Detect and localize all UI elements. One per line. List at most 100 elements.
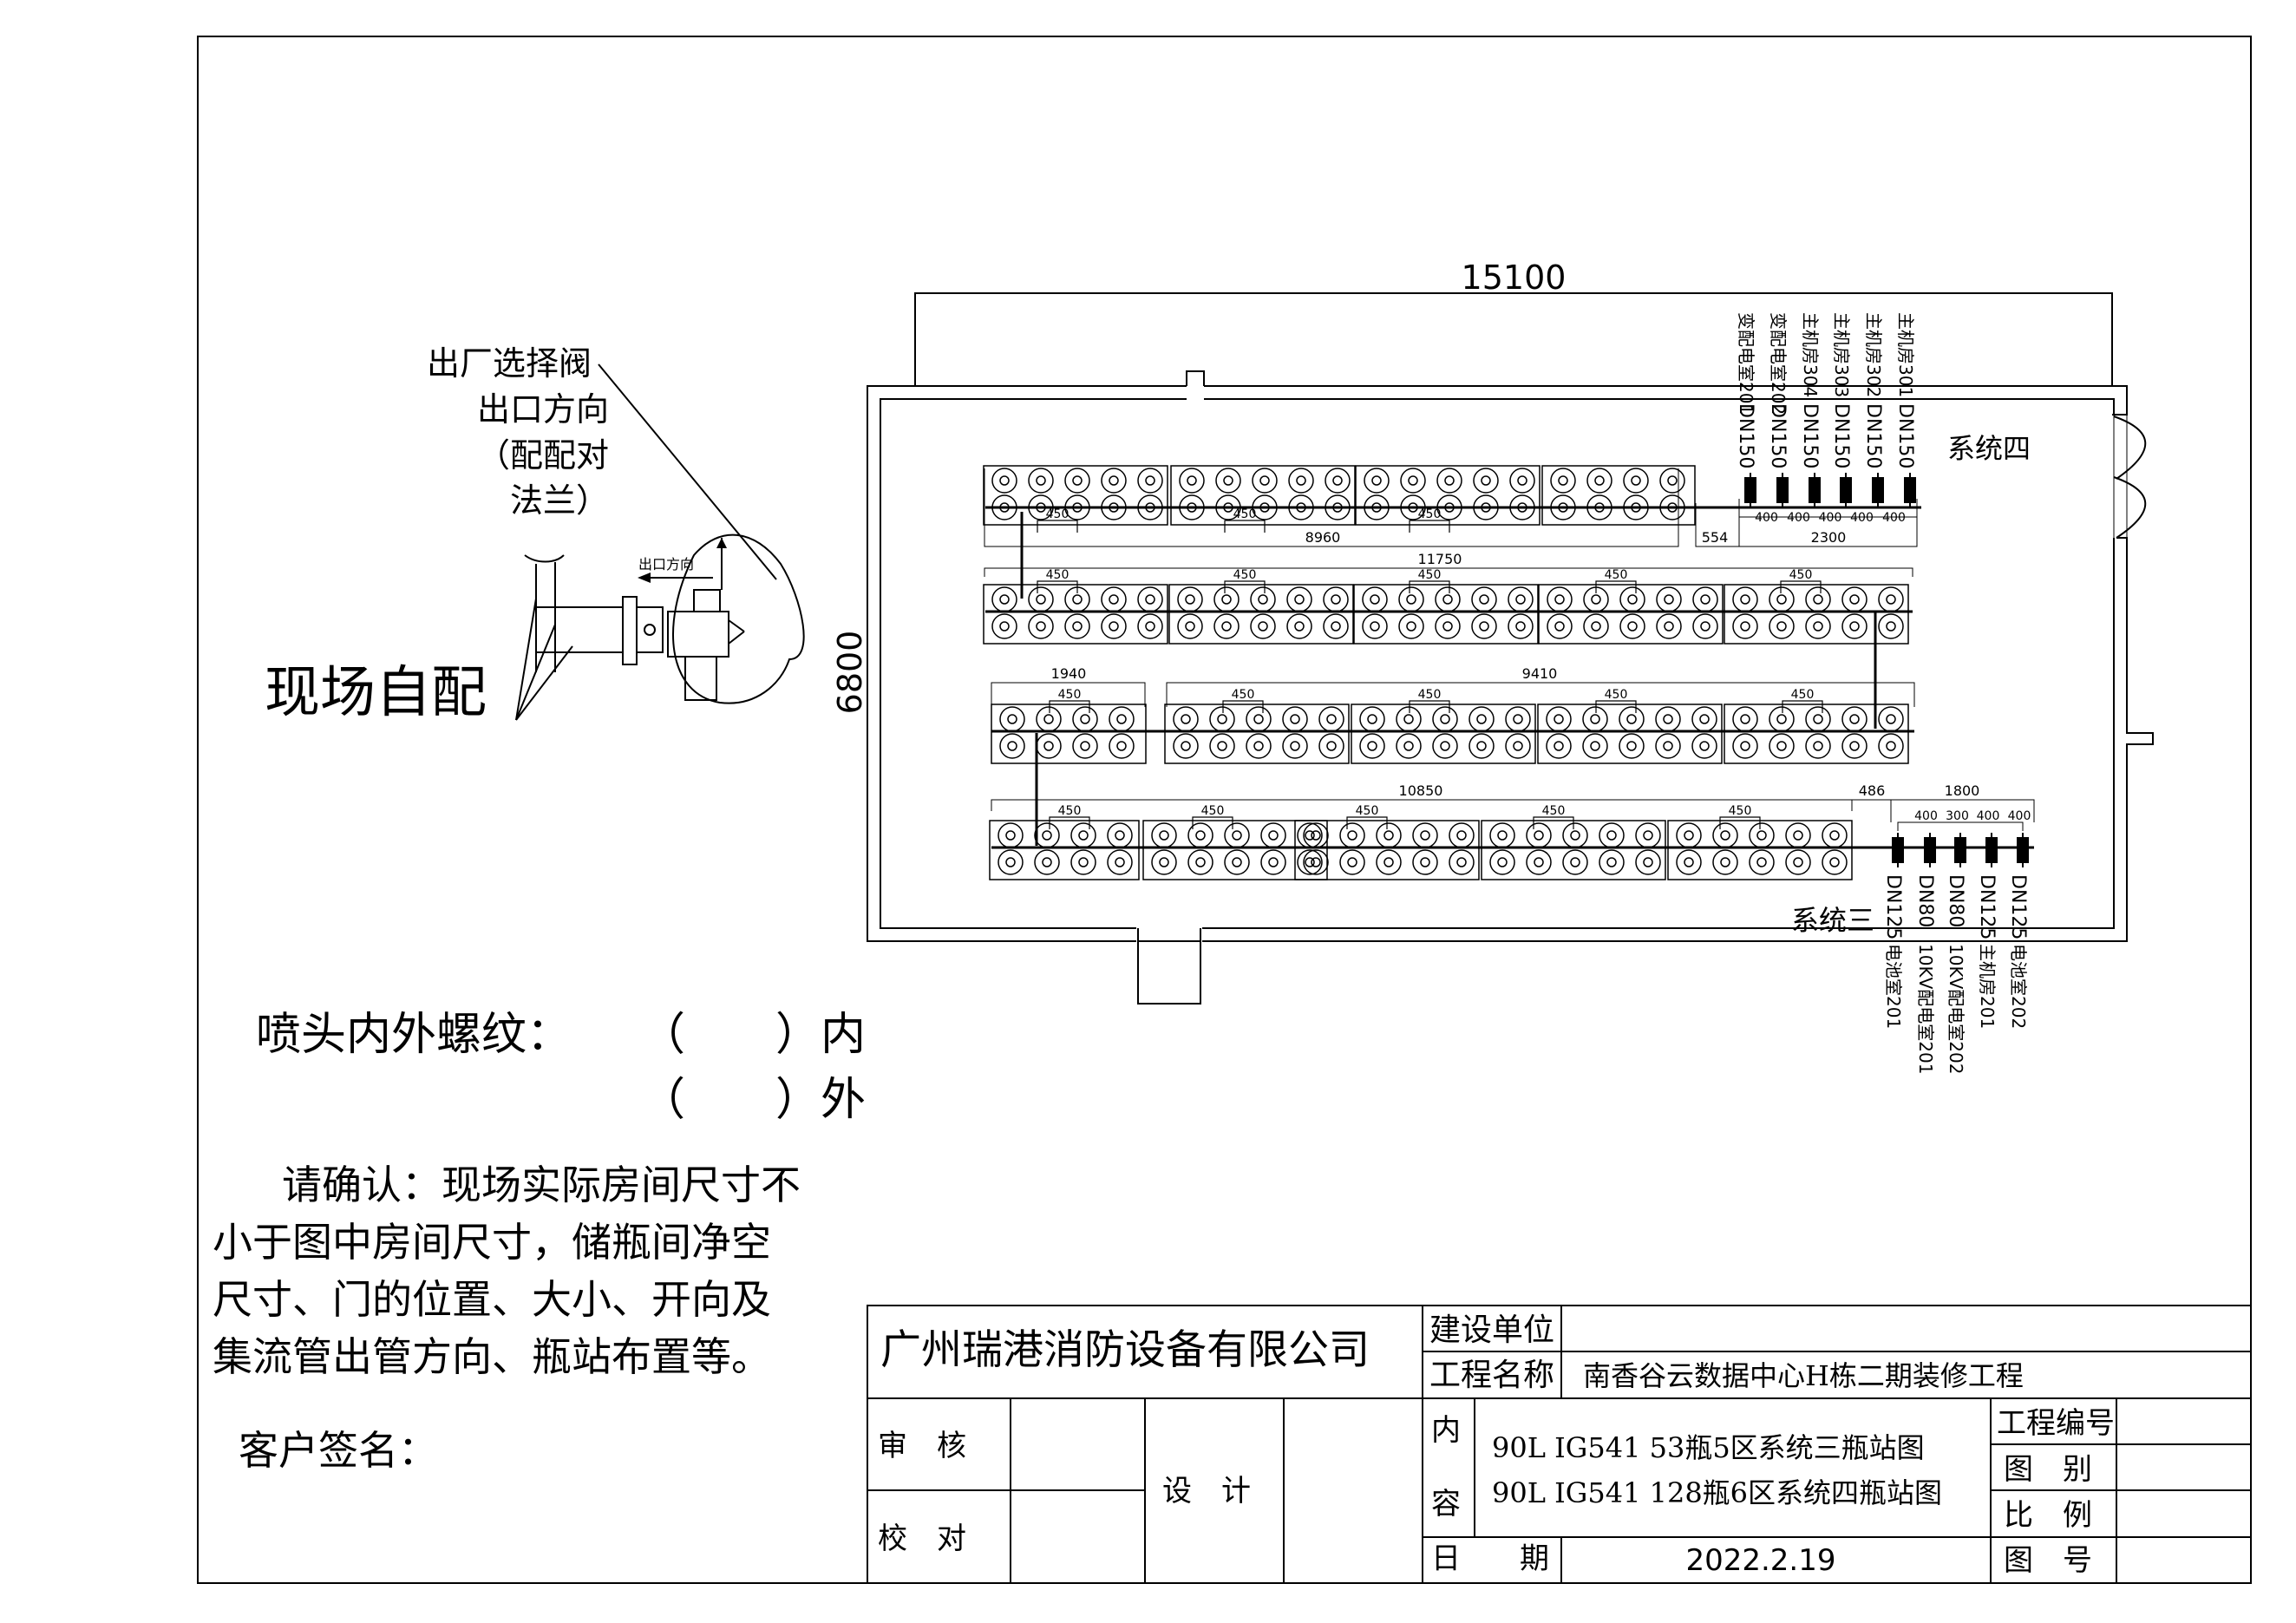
spacing-dim: 450 bbox=[1356, 804, 1379, 818]
cylinder bbox=[1252, 468, 1278, 494]
cylinder bbox=[1325, 468, 1351, 494]
valve-detail: 出口方向 bbox=[524, 533, 805, 704]
drawing-no-label: 图 号 bbox=[2004, 1543, 2092, 1578]
cylinder bbox=[1318, 733, 1344, 759]
cylinder bbox=[1282, 733, 1308, 759]
cylinder bbox=[1435, 613, 1461, 639]
cylinder bbox=[1179, 468, 1205, 494]
cylinder bbox=[1028, 613, 1054, 639]
cylinder bbox=[1177, 613, 1203, 639]
cylinder bbox=[1619, 733, 1645, 759]
cylinder bbox=[1841, 613, 1868, 639]
cylinder bbox=[1215, 468, 1241, 494]
cylinder bbox=[1489, 849, 1515, 875]
valve-zone-label: 主机房301 bbox=[1895, 312, 1916, 397]
thread-inner-option: （ ）内 bbox=[640, 1009, 866, 1061]
thread-outer-option: （ ）外 bbox=[640, 1074, 866, 1126]
spacing-dim: 450 bbox=[1789, 568, 1813, 582]
cylinder bbox=[1376, 822, 1402, 848]
confirm-line-4: 集流管出管方向、瓶站布置等。 bbox=[213, 1333, 771, 1380]
cylinder bbox=[998, 822, 1024, 848]
valve-size-label: DN125 bbox=[1976, 874, 1998, 939]
cylinder bbox=[1364, 468, 1390, 494]
valve-size-label: DN125 bbox=[1882, 874, 1904, 939]
valve-size-label: DN150 bbox=[1894, 403, 1916, 468]
cylinder bbox=[1213, 613, 1240, 639]
overall-depth-dim: 6800 bbox=[831, 631, 869, 715]
spacing-dim: 450 bbox=[1729, 804, 1752, 818]
rack-frame bbox=[1353, 584, 1539, 645]
cylinder bbox=[1599, 849, 1625, 875]
cylinder bbox=[1396, 706, 1422, 732]
valve-size-label: DN150 bbox=[1799, 403, 1821, 468]
row3-small-length-dim: 1940 bbox=[1051, 665, 1087, 682]
cylinder bbox=[1209, 733, 1235, 759]
company-name: 广州瑞港消防设备有限公司 bbox=[880, 1326, 1370, 1374]
cylinder bbox=[1508, 613, 1534, 639]
valve-zone-label: 主机房302 bbox=[1863, 312, 1884, 397]
rack-frame bbox=[1351, 704, 1536, 764]
cylinder bbox=[999, 733, 1025, 759]
flange bbox=[622, 596, 638, 665]
spacing-dim: 450 bbox=[1542, 804, 1566, 818]
cylinder bbox=[1412, 849, 1438, 875]
cylinder bbox=[1339, 822, 1365, 848]
cylinder bbox=[1036, 706, 1062, 732]
rack-frame bbox=[1142, 820, 1328, 880]
valve-gap-dim: 400 bbox=[1787, 511, 1810, 525]
cylinder bbox=[1436, 468, 1462, 494]
cylinder bbox=[1359, 706, 1385, 732]
cylinder bbox=[1841, 706, 1868, 732]
valve-gap-dim: 400 bbox=[1977, 809, 2000, 823]
valve-size-label: DN125 bbox=[2007, 874, 2029, 939]
rack-frame bbox=[989, 820, 1140, 880]
cylinder bbox=[1509, 468, 1535, 494]
cylinder bbox=[1471, 586, 1497, 612]
cylinder bbox=[1449, 849, 1475, 875]
cylinder bbox=[1785, 849, 1811, 875]
cylinder bbox=[1712, 849, 1738, 875]
cylinder bbox=[1362, 613, 1388, 639]
cylinder bbox=[1692, 613, 1718, 639]
cylinder bbox=[1623, 468, 1649, 494]
spacing-dim: 450 bbox=[1418, 688, 1442, 702]
cylinder bbox=[1822, 822, 1848, 848]
spacing-dim: 450 bbox=[1058, 688, 1082, 702]
cylinder bbox=[1246, 706, 1272, 732]
cylinder bbox=[1224, 822, 1250, 848]
cylinder bbox=[1109, 733, 1135, 759]
spacing-dim: 450 bbox=[1605, 568, 1628, 582]
cylinder bbox=[1213, 586, 1240, 612]
valve-zone-label: 主机房304 bbox=[1800, 312, 1821, 397]
dimension-lines bbox=[984, 468, 2035, 822]
cylinder bbox=[1260, 822, 1286, 848]
cylinder bbox=[1034, 849, 1060, 875]
cylinder bbox=[1101, 468, 1127, 494]
cylinder bbox=[1562, 822, 1588, 848]
valve-zone-label: 10KV配电室202 bbox=[1946, 944, 1966, 1074]
row1-length-dim: 8960 bbox=[1305, 529, 1341, 546]
cylinder bbox=[1339, 849, 1365, 875]
project-name-value: 南香谷云数据中心H栋二期装修工程 bbox=[1583, 1359, 2024, 1392]
project-name-label: 工程名称 bbox=[1429, 1358, 1554, 1393]
date-label: 日 期 bbox=[1431, 1541, 1549, 1576]
cylinder bbox=[1749, 849, 1775, 875]
valve-zone-label: 电池室202 bbox=[2008, 944, 2029, 1029]
cylinder bbox=[1297, 849, 1323, 875]
check-label: 校 对 bbox=[878, 1522, 966, 1556]
cylinder bbox=[1362, 586, 1388, 612]
cylinder bbox=[1547, 613, 1573, 639]
cylinder bbox=[998, 849, 1024, 875]
field-config-label: 现场自配 bbox=[265, 661, 487, 725]
callout-line-3: （配配对 bbox=[477, 436, 609, 474]
rack-frame bbox=[983, 465, 1168, 526]
room-walls bbox=[867, 370, 2154, 1005]
valve-zone-label: 变配电室201 bbox=[1736, 312, 1756, 415]
cylinder bbox=[1282, 706, 1308, 732]
rack-frame bbox=[1355, 465, 1540, 526]
selector-valves: 变配电室201DN150变配电室202DN150主机房304DN150主机房30… bbox=[1735, 312, 2031, 1074]
cylinder bbox=[1676, 849, 1702, 875]
cylinder bbox=[1028, 586, 1054, 612]
spacing-dim: 450 bbox=[1605, 688, 1628, 702]
cylinder bbox=[1878, 706, 1904, 732]
